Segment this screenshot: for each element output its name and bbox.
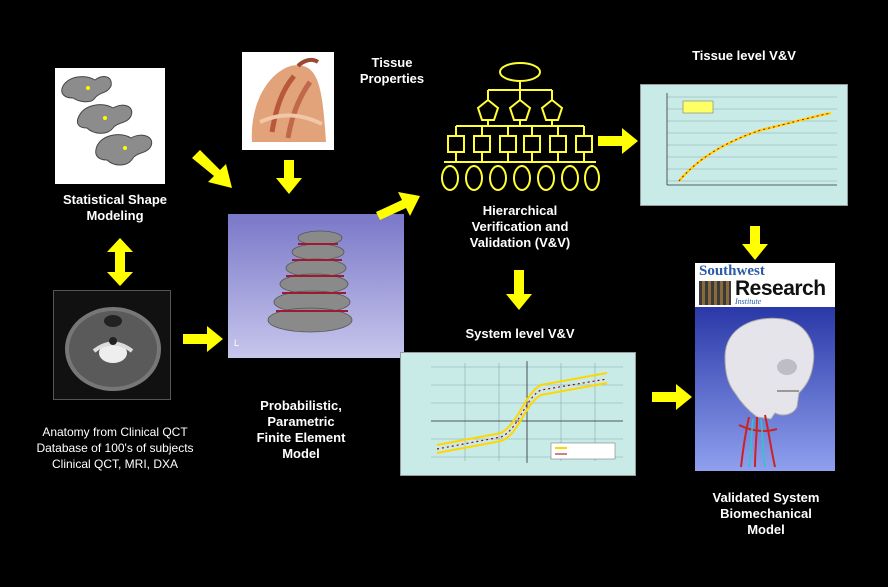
probabilistic-label: Probabilistic, Parametric Finite Element… (226, 398, 376, 462)
spine-fe-model-image: L (228, 214, 404, 358)
arrow-down-tissue-icon (276, 160, 302, 194)
probabilistic-line1: Probabilistic, (260, 398, 342, 413)
validated-model-image (695, 307, 835, 471)
statistical-shape-line2: Modeling (86, 208, 144, 223)
arrow-diagonal-shape-icon (192, 150, 232, 188)
hierarchical-line1: Hierarchical (482, 203, 558, 218)
hierarchical-vv-label: Hierarchical Verification and Validation… (440, 203, 600, 251)
statistical-shape-label: Statistical Shape Modeling (30, 192, 200, 224)
hierarchical-line3: Validation (V&V) (469, 235, 571, 250)
tissue-anatomy-image (242, 52, 334, 150)
system-vv-chart (400, 352, 636, 476)
probabilistic-line2: Parametric (267, 414, 335, 429)
probabilistic-line4: Model (282, 446, 320, 461)
swri-logo: Southwest Research Institute (695, 263, 835, 307)
arrow-right-tissue-vv-icon (598, 128, 638, 154)
validated-line1: Validated System (712, 490, 820, 505)
arrow-down-system-vv-icon (506, 270, 532, 310)
statistical-shape-line1: Statistical Shape (62, 192, 168, 207)
swri-logo-mark (699, 281, 731, 305)
swri-logo-line2: Research (735, 277, 826, 300)
probabilistic-line3: Finite Element (256, 430, 346, 445)
swri-logo-line3: Institute (735, 297, 762, 306)
arrow-fe-to-vv-icon (376, 192, 420, 220)
svg-text:L: L (234, 338, 239, 348)
ct-scan-image (53, 290, 171, 400)
system-vv-title: System level V&V (465, 326, 575, 341)
anatomy-label: Anatomy from Clinical QCT Database of 10… (20, 424, 210, 472)
anatomy-line2: Database of 100's of subjects (36, 441, 194, 455)
hierarchy-diagram (441, 62, 600, 191)
tissue-vv-chart (640, 84, 848, 206)
tissue-properties-line2: Properties (359, 71, 425, 86)
double-arrow-vertical-icon (107, 238, 133, 286)
arrow-right-ct-icon (183, 326, 223, 352)
hierarchical-line2: Verification and (471, 219, 569, 234)
validated-label: Validated System Biomechanical Model (678, 490, 854, 538)
tissue-properties-line1: Tissue (371, 55, 413, 70)
validated-line2: Biomechanical (720, 506, 812, 521)
tissue-vv-title: Tissue level V&V (692, 48, 796, 63)
validated-line3: Model (747, 522, 785, 537)
swri-logo-line1: Southwest (699, 263, 765, 279)
shape-model-image (55, 68, 165, 184)
arrow-right-validated-icon (652, 384, 692, 410)
anatomy-line3: Clinical QCT, MRI, DXA (51, 457, 179, 471)
tissue-properties-label: Tissue Properties (342, 55, 442, 87)
anatomy-line1: Anatomy from Clinical QCT (42, 425, 188, 439)
arrow-down-validated-icon (742, 226, 768, 260)
